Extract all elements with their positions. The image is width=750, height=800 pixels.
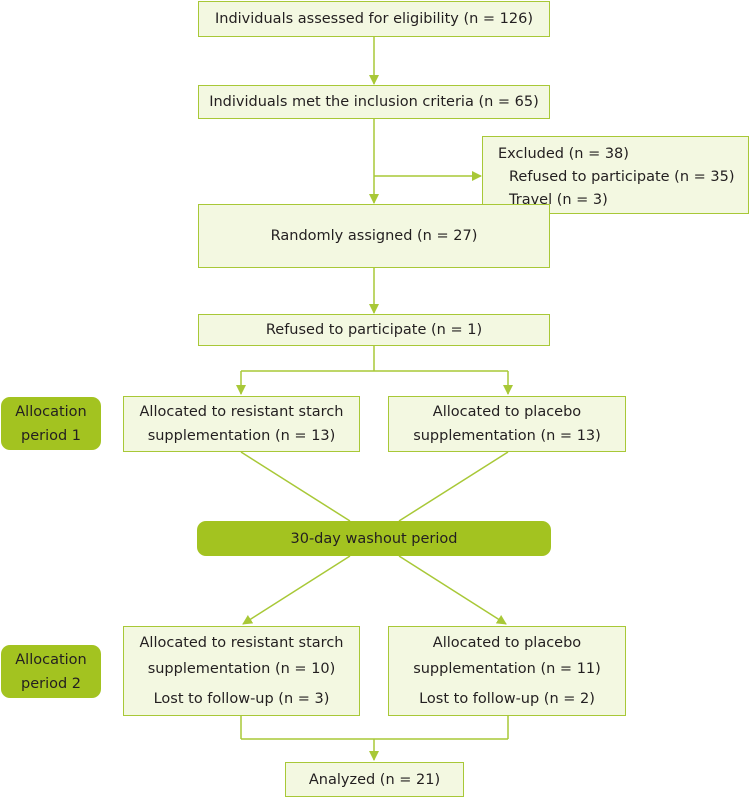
cross-line-left-p1 [240, 451, 351, 522]
refused-text: Refused to participate (n = 1) [265, 322, 483, 338]
analyzed-text: Analyzed (n = 21) [308, 771, 441, 788]
period1-starch-line: supplementation (n = 13) [147, 428, 336, 444]
period1-label-line: period 1 [20, 427, 82, 444]
period1-starch-line: Allocated to resistant starch [139, 404, 344, 420]
period1-placebo-line: Allocated to placebo [432, 404, 582, 420]
period2-placebo-line: supplementation (n = 11) [413, 661, 601, 677]
period1-label: Allocation period 1 [1, 397, 101, 450]
arrow-washout-to-right [398, 555, 507, 625]
washout-pill: 30-day washout period [197, 521, 551, 556]
arrow-washout-to-left [242, 555, 351, 625]
assessed-text: Individuals assessed for eligibility (n … [214, 11, 533, 27]
excluded-box: Excluded (n = 38) Refused to participate… [482, 136, 749, 214]
period1-placebo-box: Allocated to placebo supplementation (n … [388, 396, 626, 452]
washout-text: 30-day washout period [290, 530, 458, 547]
refused-box: Refused to participate (n = 1) [198, 314, 550, 346]
excluded-title: Excluded (n = 38) [498, 146, 629, 162]
met-criteria-box: Individuals met the inclusion criteria (… [198, 85, 550, 119]
period2-starch-line: supplementation (n = 10) [147, 661, 336, 677]
analyzed-box: Analyzed (n = 21) [285, 762, 464, 797]
randomized-box: Randomly assigned (n = 27) [198, 204, 550, 268]
period2-label: Allocation period 2 [1, 645, 101, 698]
period2-placebo-lost: Lost to follow-up (n = 2) [419, 691, 595, 707]
period1-label-line: Allocation [15, 403, 87, 420]
excluded-item: Refused to participate (n = 35) [509, 169, 735, 185]
period2-label-line: period 2 [20, 675, 82, 692]
period1-placebo-line: supplementation (n = 13) [413, 428, 601, 444]
period2-starch-lost: Lost to follow-up (n = 3) [153, 691, 330, 707]
period2-label-line: Allocation [15, 651, 87, 668]
met-criteria-text: Individuals met the inclusion criteria (… [209, 94, 539, 110]
assessed-box: Individuals assessed for eligibility (n … [198, 1, 550, 37]
period1-starch-box: Allocated to resistant starch supplement… [123, 396, 360, 452]
period2-starch-box: Allocated to resistant starch supplement… [123, 626, 360, 716]
period2-placebo-box: Allocated to placebo supplementation (n … [388, 626, 626, 716]
period2-starch-line: Allocated to resistant starch [139, 635, 344, 651]
cross-line-right-p1 [398, 451, 509, 522]
period2-placebo-line: Allocated to placebo [432, 635, 582, 651]
randomized-text: Randomly assigned (n = 27) [270, 228, 478, 244]
